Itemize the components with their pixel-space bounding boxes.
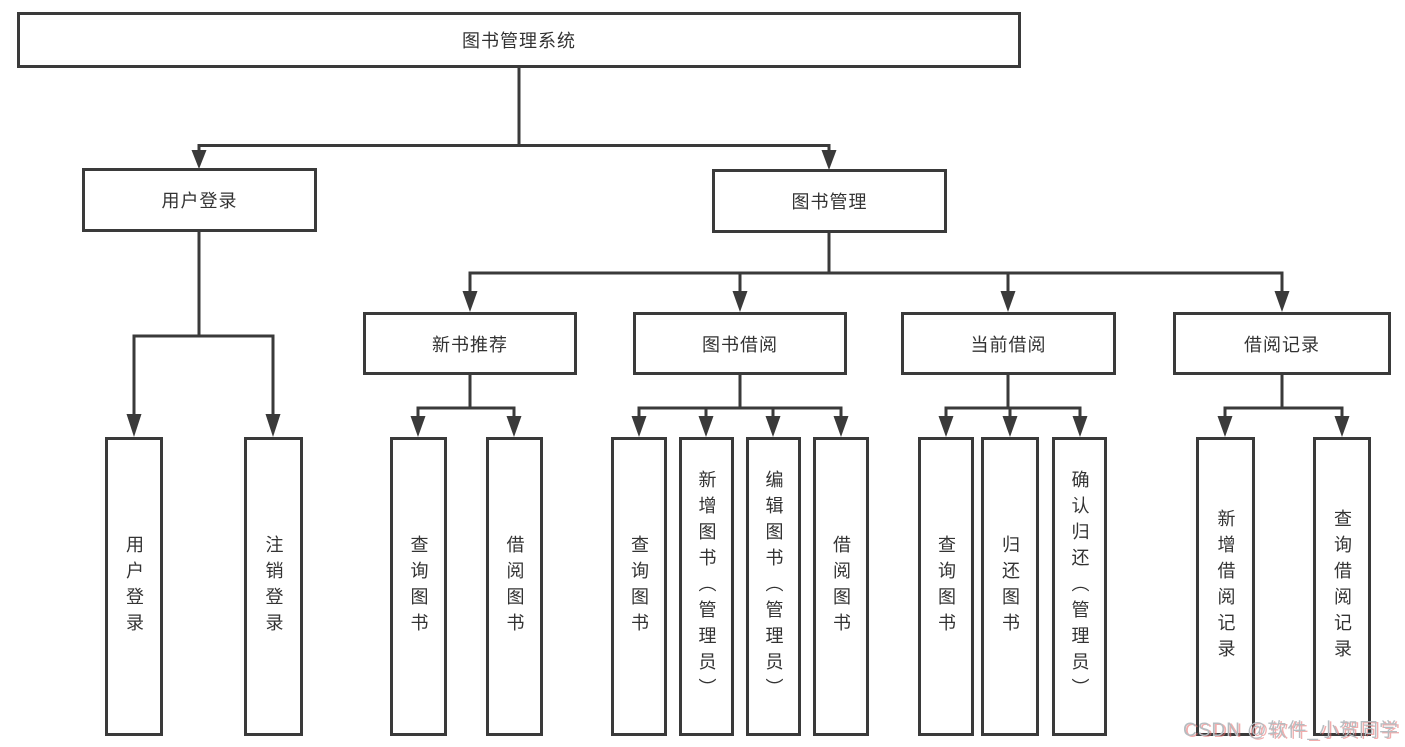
node-book-borrow: 图书借阅	[633, 312, 847, 375]
node-user-login: 用户登录	[82, 168, 317, 232]
node-book-management: 图书管理	[712, 169, 947, 233]
leaf-borrow-books-recommend-label: 借阅图书	[504, 534, 525, 639]
leaf-query-borrow-record: 查询借阅记录	[1313, 437, 1371, 736]
leaf-add-books-admin: 新增图书（管理员）	[679, 437, 734, 736]
leaf-user-login: 用户登录	[105, 437, 163, 736]
leaf-logout: 注销登录	[244, 437, 303, 736]
node-book-management-label: 图书管理	[791, 192, 868, 212]
leaf-edit-books-admin: 编辑图书（管理员）	[746, 437, 801, 736]
leaf-return-books-label: 归还图书	[1000, 534, 1020, 639]
node-borrow-records-label: 借阅记录	[1244, 334, 1320, 355]
leaf-add-books-admin-label: 新增图书（管理员）	[696, 469, 717, 704]
leaf-add-borrow-record: 新增借阅记录	[1196, 437, 1255, 736]
leaf-query-books-recommend: 查询图书	[390, 437, 447, 736]
leaf-query-books-current-label: 查询图书	[936, 534, 956, 639]
node-current-borrow: 当前借阅	[901, 312, 1116, 375]
leaf-borrow-books: 借阅图书	[813, 437, 869, 736]
leaf-add-borrow-record-label: 新增借阅记录	[1215, 508, 1236, 665]
leaf-query-books-current: 查询图书	[918, 437, 974, 736]
node-new-book-recommend-label: 新书推荐	[432, 334, 508, 355]
leaf-borrow-books-label: 借阅图书	[831, 534, 851, 639]
leaf-query-borrow-record-label: 查询借阅记录	[1332, 508, 1352, 665]
leaf-confirm-return-admin: 确认归还（管理员）	[1052, 437, 1107, 736]
node-new-book-recommend: 新书推荐	[363, 312, 577, 375]
leaf-return-books: 归还图书	[981, 437, 1039, 736]
leaf-edit-books-admin-label: 编辑图书（管理员）	[763, 469, 784, 704]
leaf-user-login-label: 用户登录	[124, 534, 144, 639]
node-user-login-label: 用户登录	[161, 191, 238, 211]
node-book-borrow-label: 图书借阅	[702, 334, 778, 355]
leaf-query-books-borrow: 查询图书	[611, 437, 667, 736]
node-current-borrow-label: 当前借阅	[970, 334, 1047, 355]
leaf-borrow-books-recommend: 借阅图书	[486, 437, 543, 736]
node-root-label: 图书管理系统	[462, 31, 576, 51]
csdn-watermark: CSDN @软件_小贺同学	[1183, 720, 1399, 741]
leaf-confirm-return-admin-label: 确认归还（管理员）	[1069, 469, 1090, 704]
leaf-query-books-recommend-label: 查询图书	[408, 534, 429, 639]
node-borrow-records: 借阅记录	[1173, 312, 1391, 375]
leaf-query-books-borrow-label: 查询图书	[629, 534, 649, 639]
node-root: 图书管理系统	[17, 12, 1021, 68]
leaf-logout-label: 注销登录	[263, 534, 284, 639]
